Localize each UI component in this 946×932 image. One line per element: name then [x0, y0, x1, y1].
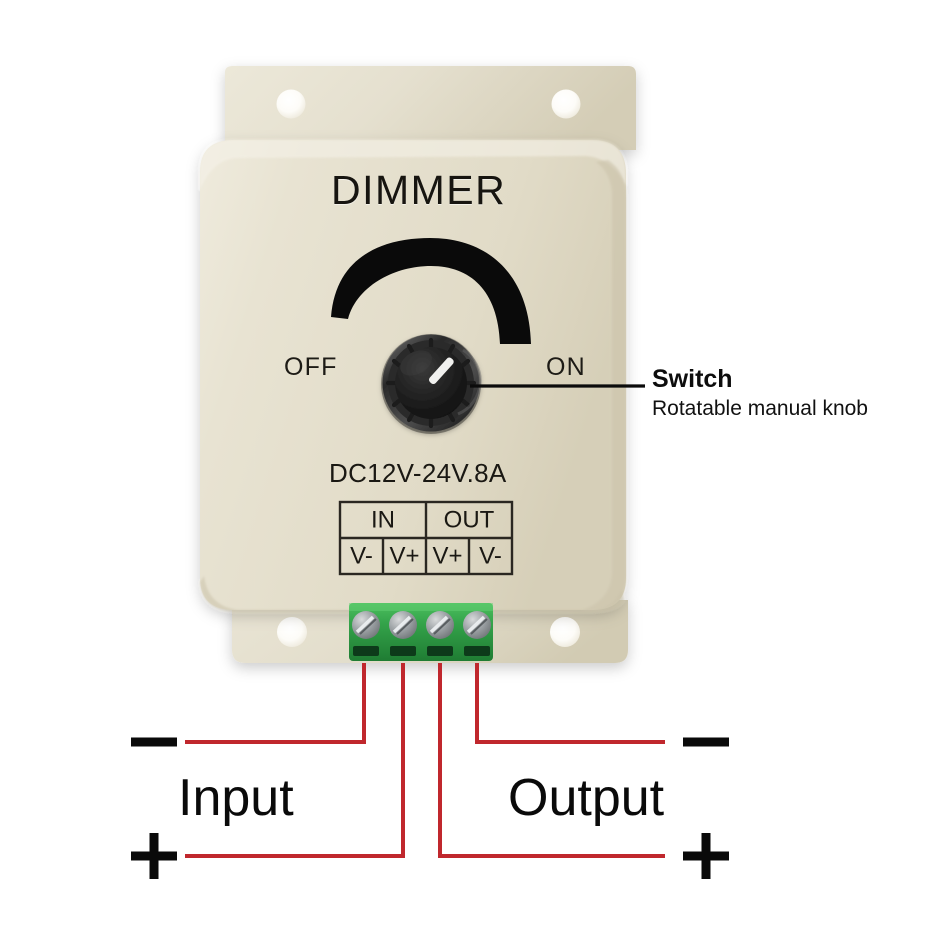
terminal-screws[interactable]: [352, 611, 491, 639]
dial-arc-indicator: [331, 238, 531, 344]
top-mounting-flange: [225, 66, 636, 150]
terminal-wire-slots: [353, 646, 490, 656]
legend-group-out: OUT: [444, 506, 495, 533]
wire-output-positive: [438, 663, 665, 858]
legend-pin-4: V-: [479, 542, 502, 569]
wire-output-negative: [475, 663, 665, 744]
scale-label-on: ON: [546, 353, 586, 381]
wiring-label-input: Input: [178, 769, 294, 827]
device-brand-label: DIMMER: [331, 167, 507, 213]
legend-pin-2: V+: [389, 542, 419, 569]
input-positive-sign: [131, 833, 177, 879]
callout-title: Switch: [652, 365, 733, 393]
legend-group-in: IN: [371, 506, 395, 533]
wiring-label-output: Output: [508, 769, 665, 827]
scale-label-off: OFF: [284, 353, 338, 381]
device-spec-label: DC12V-24V.8A: [329, 458, 507, 488]
knob-pointer: [428, 357, 454, 385]
output-positive-sign: [683, 833, 729, 879]
callout-subtitle: Rotatable manual knob: [652, 397, 868, 420]
screw-terminal-block[interactable]: [349, 603, 493, 661]
mounting-hole-top-right: [551, 89, 581, 119]
rotary-knob[interactable]: [381, 334, 482, 434]
legend-pin-3: V+: [432, 542, 462, 569]
wire-input-positive: [185, 663, 405, 858]
mounting-hole-top-left: [276, 89, 306, 119]
terminal-legend-table: [338, 500, 514, 576]
terminal-legend-text: IN OUT V- V+ V+ V-: [350, 506, 502, 569]
legend-pin-1: V-: [350, 542, 373, 569]
wire-input-negative: [185, 663, 366, 744]
mounting-hole-bottom-left: [277, 617, 307, 647]
mounting-hole-bottom-right: [550, 617, 580, 647]
